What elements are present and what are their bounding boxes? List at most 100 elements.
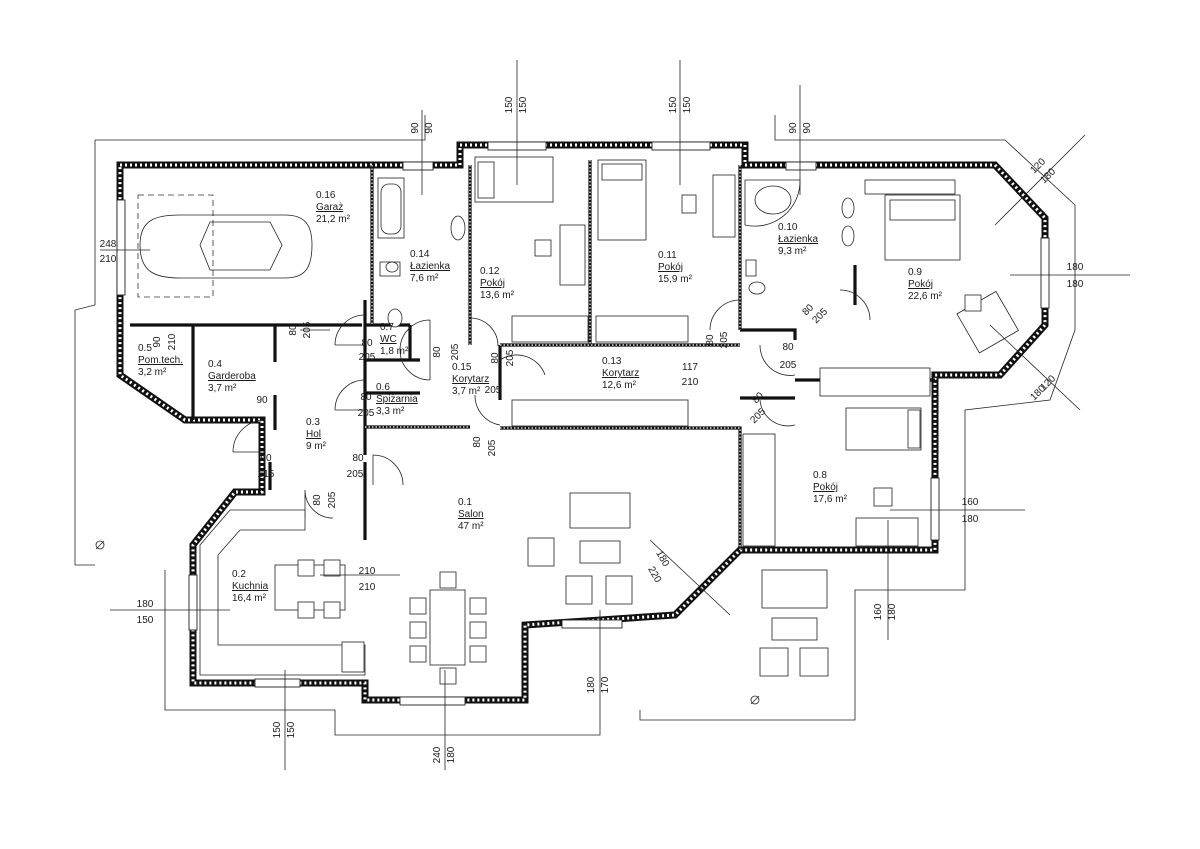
room-name: Korytarz (452, 374, 489, 385)
room-area: 3,7 m² (208, 383, 237, 394)
room-number: 0.13 (602, 356, 622, 367)
dimension-label: 205 (327, 491, 338, 508)
window-kitchen (188, 574, 198, 631)
dimension-label: 150 (286, 721, 297, 738)
window-room-09 (1040, 237, 1050, 309)
room-number: 0.9 (908, 267, 922, 278)
dimension-label: 80 (360, 392, 372, 403)
dimension-label: 90 (788, 122, 799, 134)
dimension-label: 180 (586, 676, 597, 693)
room-number: 0.12 (480, 266, 500, 277)
room-number: 0.8 (813, 470, 827, 481)
outer-walls (116, 141, 1049, 704)
dimension-label: 90 (802, 122, 813, 134)
room-name: Pokój (908, 279, 933, 290)
room-name: Łazienka (410, 261, 450, 272)
dimension-label: 80 (782, 342, 794, 353)
room-name: Pokój (813, 482, 838, 493)
room-area: 3,3 m² (376, 406, 405, 417)
room-area: 1,8 m² (380, 346, 409, 357)
dimension-label: 170 (600, 676, 611, 693)
window-salon-right (561, 619, 623, 629)
dimension-label: 90 (410, 122, 421, 134)
dimension-label: 80 (432, 346, 443, 358)
dimension-label: 80 (705, 334, 716, 346)
room-area: 22,6 m² (908, 291, 943, 302)
window-kitchen-bottom (254, 678, 301, 688)
dimension-label: 205 (748, 406, 768, 426)
dimension-label: 210 (100, 254, 117, 265)
window-salon-bottom (399, 696, 466, 706)
room-area: 17,6 m² (813, 494, 848, 505)
dimension-label: 150 (137, 615, 154, 626)
dimension-label: 210 (359, 582, 376, 593)
room-name: Pom.tech. (138, 355, 183, 366)
dimension-label: 220 (645, 565, 663, 585)
dimension-label: 160 (962, 497, 979, 508)
dimension-label: 150 (518, 96, 529, 113)
dimension-label: 80 (750, 390, 766, 406)
window-room-011 (651, 141, 711, 151)
room-area: 13,6 m² (480, 290, 515, 301)
room-area: 47 m² (458, 521, 484, 532)
room-area: 3,2 m² (138, 367, 167, 378)
dimension-label: 90 (256, 395, 268, 406)
car (139, 214, 313, 279)
dimension-label: 90 (424, 122, 435, 134)
room-number: 0.15 (452, 362, 472, 373)
dimension-label: 180 (1067, 279, 1084, 290)
window-bath (402, 161, 434, 171)
dimension-label: 205 (505, 349, 516, 366)
dimension-label: 210 (167, 333, 178, 350)
room-name: Korytarz (602, 368, 639, 379)
dimension-label: 90 (152, 336, 163, 348)
marker-icon (95, 540, 105, 550)
room-number: 0.10 (778, 222, 798, 233)
window-room-08 (930, 477, 940, 541)
doors (232, 289, 871, 519)
dimension-label: 80 (361, 338, 373, 349)
room-name: Salon (458, 509, 484, 520)
dimension-label: 240 (432, 746, 443, 763)
room-name: Hol (306, 429, 321, 440)
dimension-label: 160 (873, 603, 884, 620)
dimension-label: 205 (359, 352, 376, 363)
room-name: WC (380, 334, 397, 345)
dimension-label: 150 (504, 96, 515, 113)
room-number: 0.4 (208, 359, 222, 370)
dimension-label: 205 (485, 385, 502, 396)
dimension-label: 205 (487, 439, 498, 456)
dimension-label: 80 (352, 453, 364, 464)
dimension-label: 215 (258, 469, 275, 480)
room-number: 0.16 (316, 190, 336, 201)
room-number: 0.5 (138, 343, 152, 354)
dimension-label: 210 (359, 566, 376, 577)
dimension-label: 150 (682, 96, 693, 113)
room-number: 0.2 (232, 569, 246, 580)
room-area: 21,2 m² (316, 214, 351, 225)
terrace-outline (74, 115, 1076, 736)
room-name: Kuchnia (232, 581, 269, 592)
room-name: Garaż (316, 202, 343, 213)
dimension-label: 205 (302, 321, 313, 338)
dimension-label: 80 (472, 436, 483, 448)
room-number: 0.3 (306, 417, 320, 428)
dimension-label: 205 (719, 331, 730, 348)
dimension-label: 205 (358, 408, 375, 419)
room-area: 9 m² (306, 441, 327, 452)
dimension-label: 248 (100, 239, 117, 250)
dimension-label: 205 (347, 469, 364, 480)
room-area: 12,6 m² (602, 380, 637, 391)
room-name: Pokój (480, 278, 505, 289)
room-number: 0.7 (380, 322, 394, 333)
room-area: 16,4 m² (232, 593, 267, 604)
